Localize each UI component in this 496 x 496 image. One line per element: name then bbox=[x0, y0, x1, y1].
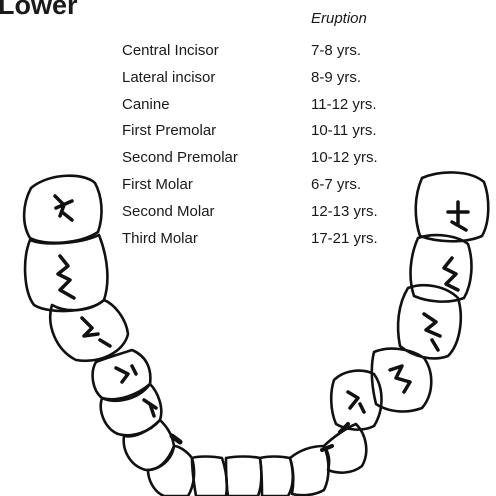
left-second-molar bbox=[25, 235, 107, 311]
table-row: Lateral incisor 8-9 yrs. bbox=[122, 65, 432, 92]
eruption-age: 6-7 yrs. bbox=[311, 176, 361, 193]
table-row: First Premolar 10-11 yrs. bbox=[122, 118, 432, 145]
right-lateral-incisor bbox=[260, 457, 293, 496]
tooth-name: Lateral incisor bbox=[122, 69, 215, 86]
eruption-age: 11-12 yrs. bbox=[311, 96, 377, 113]
eruption-age: 7-8 yrs. bbox=[311, 42, 361, 59]
left-central-incisor bbox=[192, 457, 227, 496]
eruption-column-header: Eruption bbox=[311, 10, 367, 27]
left-canine bbox=[124, 420, 180, 470]
left-lateral-incisor bbox=[148, 446, 194, 496]
eruption-age: 12-13 yrs. bbox=[311, 203, 378, 220]
table-row: Central Incisor 7-8 yrs. bbox=[122, 38, 432, 65]
eruption-age: 10-11 yrs. bbox=[311, 122, 377, 139]
left-first-molar bbox=[50, 300, 128, 361]
tooth-name: First Molar bbox=[122, 176, 193, 193]
right-second-molar bbox=[398, 285, 461, 358]
eruption-age: 17-21 yrs. bbox=[311, 230, 378, 247]
tooth-name: Second Premolar bbox=[122, 149, 238, 166]
eruption-table: Central Incisor 7-8 yrs. Lateral incisor… bbox=[122, 38, 432, 252]
table-row: Canine 11-12 yrs. bbox=[122, 92, 432, 119]
table-row: Second Molar 12-13 yrs. bbox=[122, 199, 432, 226]
tooth-name: Third Molar bbox=[122, 230, 198, 247]
table-row: First Molar 6-7 yrs. bbox=[122, 172, 432, 199]
tooth-name: Canine bbox=[122, 96, 170, 113]
tooth-name: Central Incisor bbox=[122, 42, 219, 59]
page-title: Lower bbox=[0, 0, 78, 21]
eruption-age: 10-12 yrs. bbox=[311, 149, 378, 166]
right-central-incisor bbox=[226, 457, 261, 496]
right-canine bbox=[290, 446, 332, 495]
left-third-molar bbox=[24, 176, 101, 243]
tooth-name: First Premolar bbox=[122, 122, 216, 139]
tooth-name: Second Molar bbox=[122, 203, 215, 220]
table-row: Third Molar 17-21 yrs. bbox=[122, 226, 432, 253]
table-row: Second Premolar 10-12 yrs. bbox=[122, 145, 432, 172]
eruption-age: 8-9 yrs. bbox=[311, 69, 361, 86]
